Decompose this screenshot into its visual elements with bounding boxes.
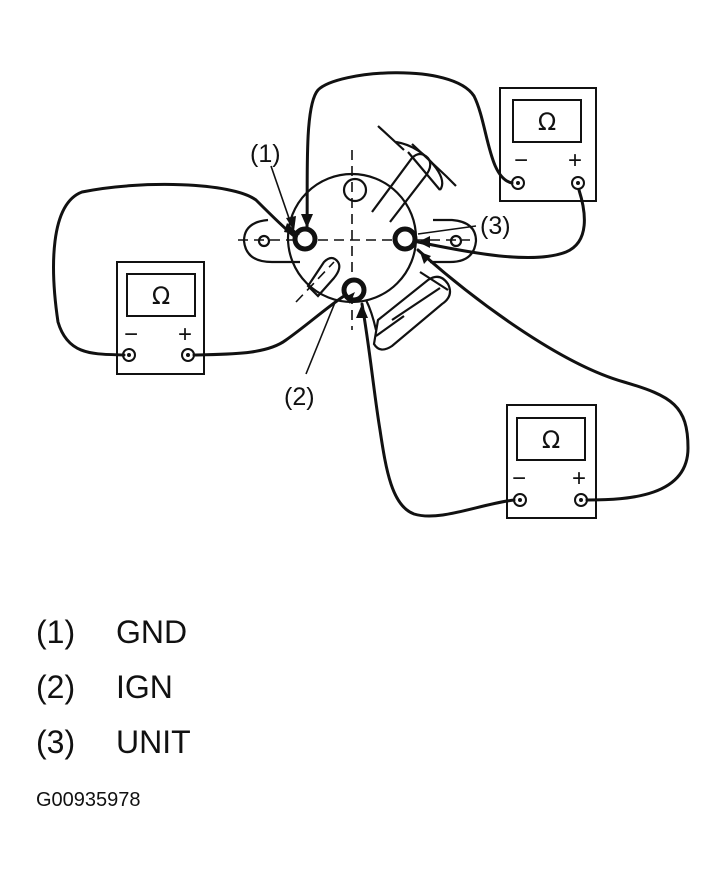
meter-bottom-right: Ω − +	[506, 404, 597, 519]
ohmmeter-wiring-diagram: Ω − + Ω − + Ω − +	[52, 71, 690, 519]
callout-2: (2)	[284, 383, 315, 411]
minus-sign: −	[514, 147, 528, 174]
lead-left-meter-minus-to-gnd	[52, 182, 296, 357]
meter-top-right: Ω − +	[499, 87, 597, 202]
terminal-3-unit	[392, 226, 418, 252]
lead-top-meter-plus-to-unit	[416, 188, 586, 260]
terminals	[292, 226, 418, 303]
callout-1: (1)	[250, 140, 281, 168]
legend-number: (3)	[36, 724, 76, 760]
lead-arrowheads	[284, 214, 431, 318]
ohm-symbol: Ω	[542, 426, 560, 454]
lead-top-meter-minus-to-gnd	[305, 71, 514, 230]
top-port	[342, 177, 368, 203]
inner-slot	[306, 256, 341, 298]
plus-sign: +	[178, 321, 192, 348]
callout-leaders	[270, 165, 477, 375]
legend-number: (1)	[36, 614, 76, 650]
minus-sign: −	[512, 465, 526, 492]
lead-bottom-meter-minus-to-ign	[360, 302, 516, 518]
ohm-symbol: Ω	[538, 108, 556, 136]
meter-left: Ω − +	[116, 261, 205, 375]
callout-3: (3)	[480, 212, 511, 240]
figure-id: G00935978	[36, 789, 141, 811]
legend-label: IGN	[116, 669, 173, 705]
lead-bottom-meter-plus-to-unit	[416, 248, 690, 502]
plus-sign: +	[568, 147, 582, 174]
legend-number: (2)	[36, 669, 76, 705]
right-mount-hole	[449, 234, 463, 248]
plus-sign: +	[572, 465, 586, 492]
lead-left-meter-plus-to-ign	[192, 294, 346, 357]
test-leads	[52, 71, 690, 518]
ohm-symbol: Ω	[152, 282, 170, 310]
callout-arrowheads	[286, 216, 296, 231]
left-mount-hole	[257, 234, 271, 248]
legend-label: GND	[116, 614, 188, 650]
legend-label: UNIT	[116, 724, 191, 760]
lower-connector	[372, 275, 452, 351]
upper-probe	[371, 152, 432, 223]
minus-sign: −	[124, 321, 138, 348]
terminal-1-gnd	[292, 226, 318, 252]
mounting-flange	[242, 218, 300, 264]
